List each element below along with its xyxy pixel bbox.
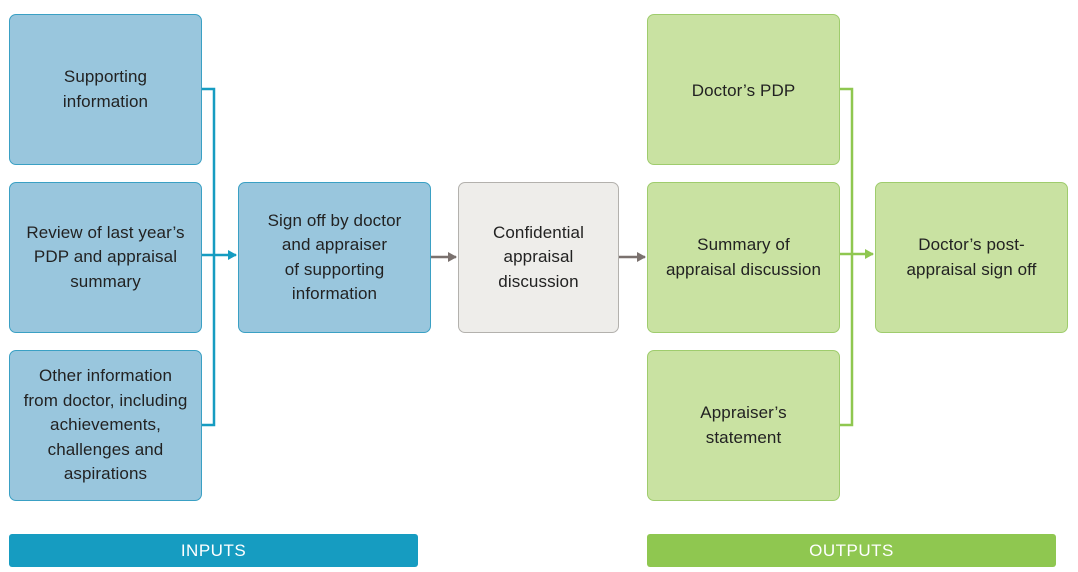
outputs-bar: OUTPUTS <box>647 534 1056 567</box>
output-box-text: Appraiser’s statement <box>700 403 787 447</box>
input-box-text: Review of last year’s PDP and appraisal … <box>26 222 185 291</box>
input-box-text: Other information from doctor, including… <box>23 366 188 484</box>
input-box-supporting-information: Supporting information <box>9 14 202 165</box>
signoff-box-text: Sign off by doctor and appraiser of supp… <box>267 210 402 304</box>
output-box-text: Summary of appraisal discussion <box>665 235 822 279</box>
outputs-bracket-line <box>840 87 854 427</box>
post-signoff-box: Doctor’s post- appraisal sign off <box>875 182 1068 333</box>
inputs-bar-label: INPUTS <box>180 540 247 560</box>
discussion-box: Confidential appraisal discussion <box>458 182 619 333</box>
input-box-text: Supporting information <box>62 67 149 111</box>
signoff-box: Sign off by doctor and appraiser of supp… <box>238 182 431 333</box>
inputs-bar: INPUTS <box>9 534 418 567</box>
input-box-other-information: Other information from doctor, including… <box>9 350 202 501</box>
post-signoff-box-text: Doctor’s post- appraisal sign off <box>906 235 1037 279</box>
output-box-summary: Summary of appraisal discussion <box>647 182 840 333</box>
discussion-box-text: Confidential appraisal discussion <box>493 222 584 291</box>
inputs-bracket-line <box>202 87 216 427</box>
input-box-review-last-year: Review of last year’s PDP and appraisal … <box>9 182 202 333</box>
output-box-appraisers-statement: Appraiser’s statement <box>647 350 840 501</box>
output-box-text: Doctor’s PDP <box>691 81 796 100</box>
output-box-doctors-pdp: Doctor’s PDP <box>647 14 840 165</box>
outputs-bar-label: OUTPUTS <box>809 540 894 560</box>
